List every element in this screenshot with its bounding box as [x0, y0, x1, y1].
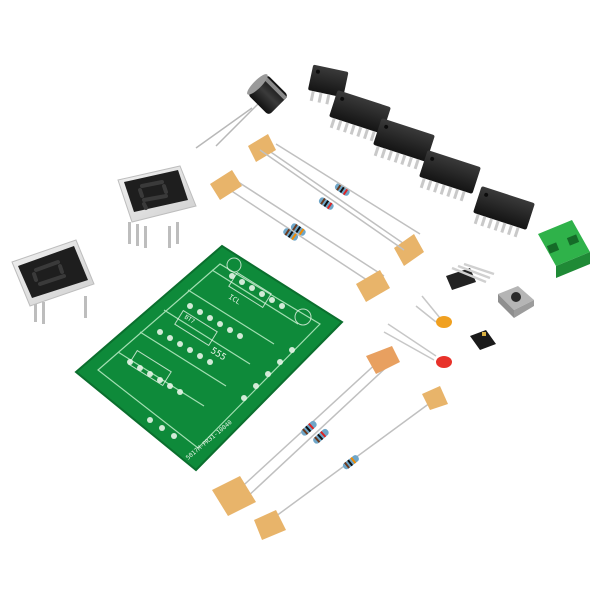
red-led	[383, 323, 452, 368]
ic-chip-1	[329, 90, 391, 142]
seven-segment-display-2	[11, 239, 95, 324]
orange-led	[415, 295, 452, 328]
jumper-cap	[470, 330, 496, 350]
resistor-3	[210, 170, 390, 302]
resistor-5	[254, 386, 448, 540]
pin-header	[446, 262, 495, 290]
ic-chip-3	[419, 150, 481, 202]
ic-chip-2	[373, 118, 435, 170]
resistor-1	[248, 134, 424, 266]
seven-segment-display-1	[117, 165, 197, 248]
pcb-board: ICL 555 BT7 5017M-PR31-10040	[74, 244, 344, 472]
resistor-4	[212, 346, 400, 516]
resistor-2	[259, 143, 421, 251]
push-button	[498, 286, 534, 318]
electrolytic-capacitor	[195, 74, 288, 149]
green-screw-terminal	[538, 220, 590, 278]
ic-chip-4	[473, 186, 535, 238]
pcb-label-3: BT7	[183, 314, 196, 326]
